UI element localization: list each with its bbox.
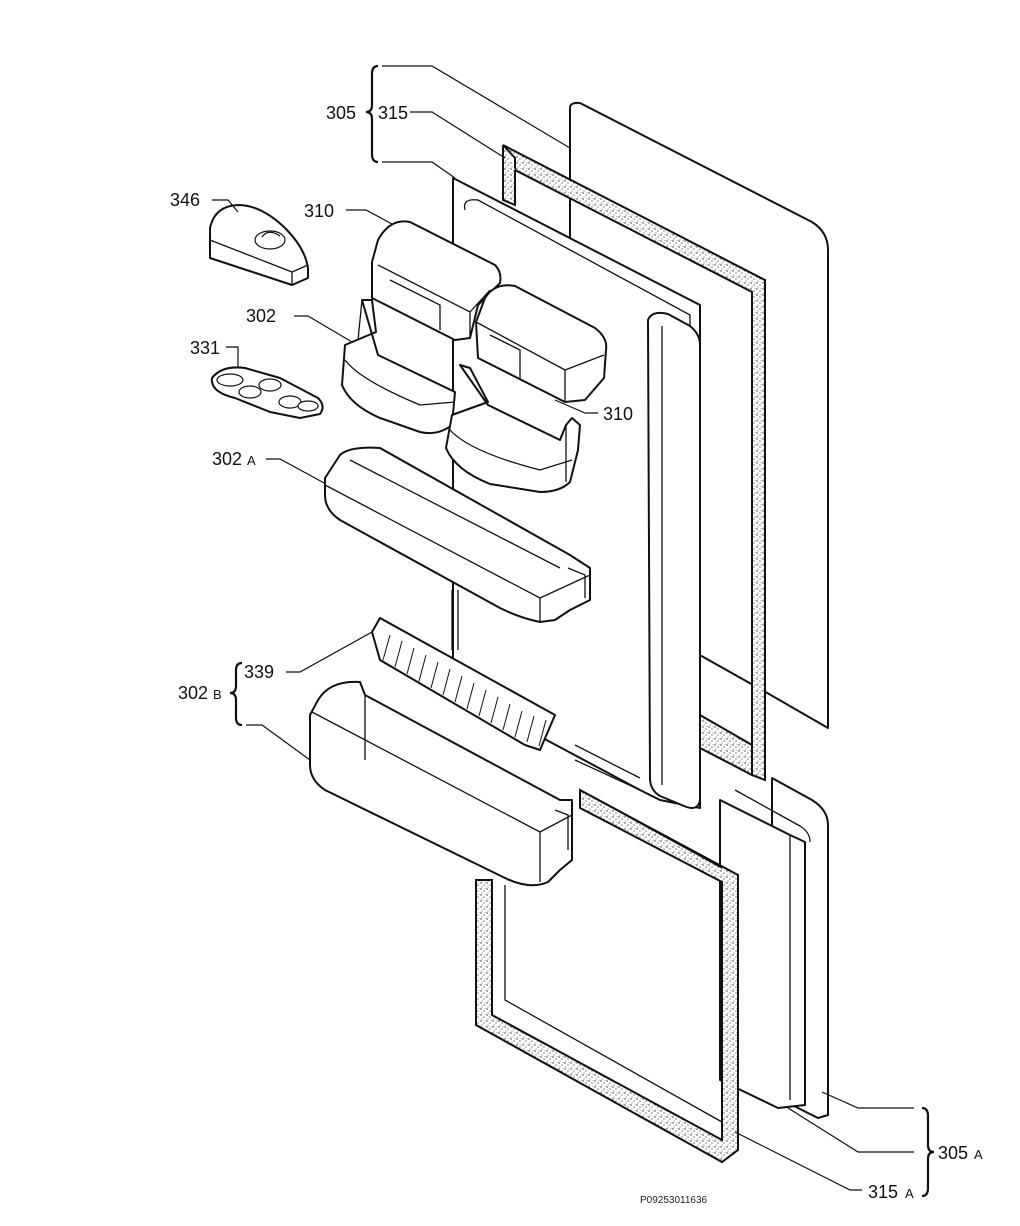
large-bottle-shelf xyxy=(309,680,573,887)
label-302A-suffix: A xyxy=(247,453,256,468)
label-339: 339 xyxy=(244,662,274,682)
label-310-lower: 310 xyxy=(603,404,633,424)
label-315A: 315 xyxy=(868,1182,898,1202)
door-shelf-left xyxy=(341,299,456,435)
label-331: 331 xyxy=(190,338,220,358)
label-346: 346 xyxy=(170,190,200,210)
dairy-compartment-lower xyxy=(475,284,608,403)
label-315: 315 xyxy=(378,103,408,123)
door-rail xyxy=(451,590,459,650)
butter-compartment xyxy=(209,204,309,286)
label-302A: 302 xyxy=(212,449,242,469)
brace-305 xyxy=(365,64,379,164)
egg-tray xyxy=(210,366,324,419)
label-302B: 302 xyxy=(178,683,208,703)
upper-door-gasket xyxy=(502,144,766,782)
drawing-code: P09253011636 xyxy=(640,1195,708,1206)
label-315A-suffix: A xyxy=(905,1186,914,1201)
lower-door-liner-edge xyxy=(574,744,641,791)
label-305: 305 xyxy=(326,103,356,123)
label-302: 302 xyxy=(246,306,276,326)
leader-lines xyxy=(212,65,914,1191)
lower-door-gasket xyxy=(475,788,739,1164)
bottle-retainer xyxy=(371,617,556,751)
door-shelf-right xyxy=(445,364,581,493)
label-302B-suffix: B xyxy=(213,687,222,702)
brace-302B xyxy=(229,661,243,727)
label-305A-suffix: A xyxy=(974,1147,983,1162)
lower-door-outer-panel xyxy=(719,777,829,1119)
label-305A: 305 xyxy=(938,1143,968,1163)
label-310-upper: 310 xyxy=(304,201,334,221)
long-door-shelf xyxy=(324,446,591,623)
dairy-compartment-upper xyxy=(371,220,502,341)
brace-305A xyxy=(921,1106,935,1198)
